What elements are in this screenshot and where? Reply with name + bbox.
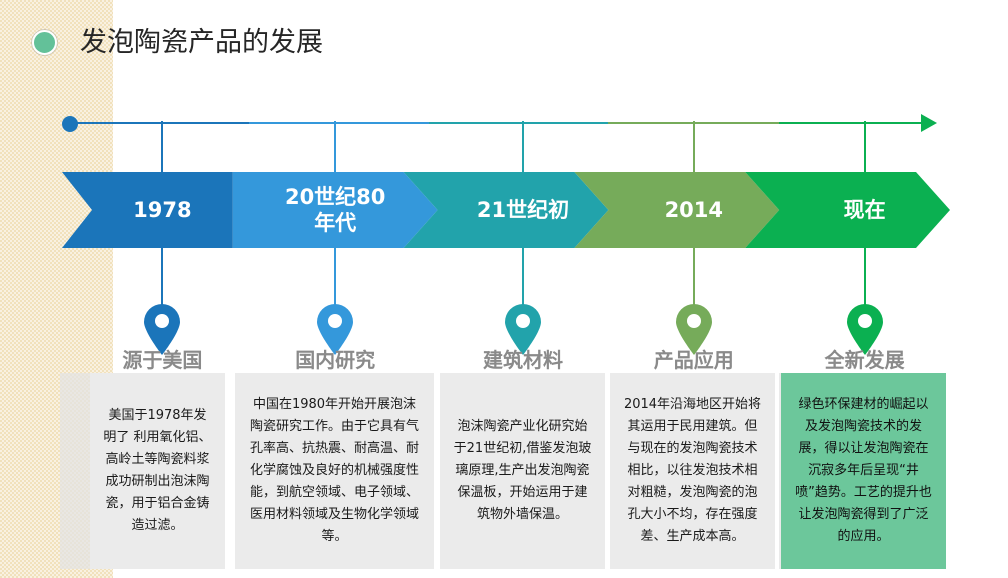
marker-label-1: 源于美国 — [122, 348, 203, 372]
chevron-segment-2 — [232, 172, 438, 248]
axis-line-3 — [429, 122, 609, 124]
pin-drop-line-2 — [334, 248, 337, 306]
content-card-text: 泡沫陶瓷产业化研究始于21世纪初,借鉴发泡玻璃原理,生产出发泡陶瓷保温板，开始运… — [453, 419, 592, 522]
chevron-label-text: 20世纪80年代 — [284, 185, 386, 235]
content-card-2[interactable]: 中国在1980年开始开展泡沫陶瓷研究工作。由于它具有气孔率高、抗热震、耐高温、耐… — [235, 373, 434, 569]
chevron-label-5[interactable]: 现在 — [779, 172, 950, 248]
map-pin-icon-4[interactable] — [673, 303, 715, 355]
page-title: 发泡陶瓷产品的发展 — [80, 27, 323, 58]
content-card-text: 2014年沿海地区开始将其运用于民用建筑。但与现在的发泡陶瓷技术相比，以往发泡技… — [623, 397, 762, 544]
title-bullet-icon — [32, 30, 57, 55]
chevron-label-text: 2014 — [664, 198, 724, 222]
chevron-label-text: 1978 — [133, 198, 192, 222]
pin-drop-line-1 — [161, 248, 164, 306]
content-card-1[interactable]: 美国于1978年发明了 利用氧化铝、高岭土等陶瓷料浆成功研制出泡沫陶瓷，用于铝合… — [90, 373, 225, 569]
axis-drop-line-3 — [522, 121, 524, 172]
chevron-segment-5 — [745, 172, 950, 248]
pin-drop-line-5 — [863, 248, 866, 306]
content-card-5[interactable]: 绿色环保建材的崛起以及发泡陶瓷技术的发展，得以让发泡陶瓷在沉寂多年后呈现“井喷”… — [781, 373, 946, 569]
chevron-segment-4 — [574, 172, 780, 248]
chevron-label-text: 21世纪初 — [476, 198, 570, 222]
map-pin-icon-5[interactable] — [844, 303, 886, 355]
axis-drop-line-5 — [863, 121, 866, 172]
marker-label-3: 建筑材料 — [483, 348, 563, 372]
axis-drop-line-4 — [692, 121, 695, 172]
chevron-label-1[interactable]: 1978 — [92, 172, 233, 248]
map-pin-icon-2[interactable] — [314, 303, 356, 355]
pin-drop-line-3 — [522, 248, 524, 306]
chevron-label-3[interactable]: 21世纪初 — [438, 172, 609, 248]
content-card-3[interactable]: 泡沫陶瓷产业化研究始于21世纪初,借鉴发泡玻璃原理,生产出发泡陶瓷保温板，开始运… — [440, 373, 605, 569]
content-card-text: 中国在1980年开始开展泡沫陶瓷研究工作。由于它具有气孔率高、抗热震、耐高温、耐… — [249, 397, 419, 544]
marker-label-4: 产品应用 — [653, 348, 734, 372]
map-pin-icon-1[interactable] — [141, 303, 183, 355]
chevron-label-text: 现在 — [843, 198, 886, 222]
map-pin-icon-3[interactable] — [502, 303, 544, 355]
marker-label-5: 全新发展 — [824, 348, 905, 372]
axis-drop-line-2 — [334, 121, 337, 172]
axis-arrow-head-icon — [921, 114, 937, 132]
pin-drop-line-4 — [692, 248, 695, 306]
chevron-segment-3 — [403, 172, 609, 248]
marker-label-2: 国内研究 — [295, 348, 376, 372]
chevron-shapes — [62, 172, 950, 248]
content-card-4[interactable]: 2014年沿海地区开始将其运用于民用建筑。但与现在的发泡陶瓷技术相比，以往发泡技… — [610, 373, 775, 569]
chevron-label-4[interactable]: 2014 — [608, 172, 779, 248]
content-card-text: 绿色环保建材的崛起以及发泡陶瓷技术的发展，得以让发泡陶瓷在沉寂多年后呈现“井喷”… — [795, 397, 932, 544]
axis-start-dot-icon — [62, 116, 78, 132]
background-texture-band — [0, 0, 113, 578]
axis-drop-line-1 — [161, 121, 164, 172]
content-card-text: 美国于1978年发明了 利用氧化铝、高岭土等陶瓷料浆成功研制出泡沫陶瓷，用于铝合… — [103, 408, 212, 533]
chevron-label-2[interactable]: 20世纪80年代 — [233, 172, 438, 248]
chevron-segment-1 — [62, 172, 233, 248]
axis-line-2 — [248, 122, 430, 124]
axis-line-5 — [779, 122, 921, 124]
timeline-axis — [0, 112, 1008, 132]
timeline-chevron-band: 1978 20世纪80年代 21世纪初 2014 现在 — [0, 172, 1008, 248]
